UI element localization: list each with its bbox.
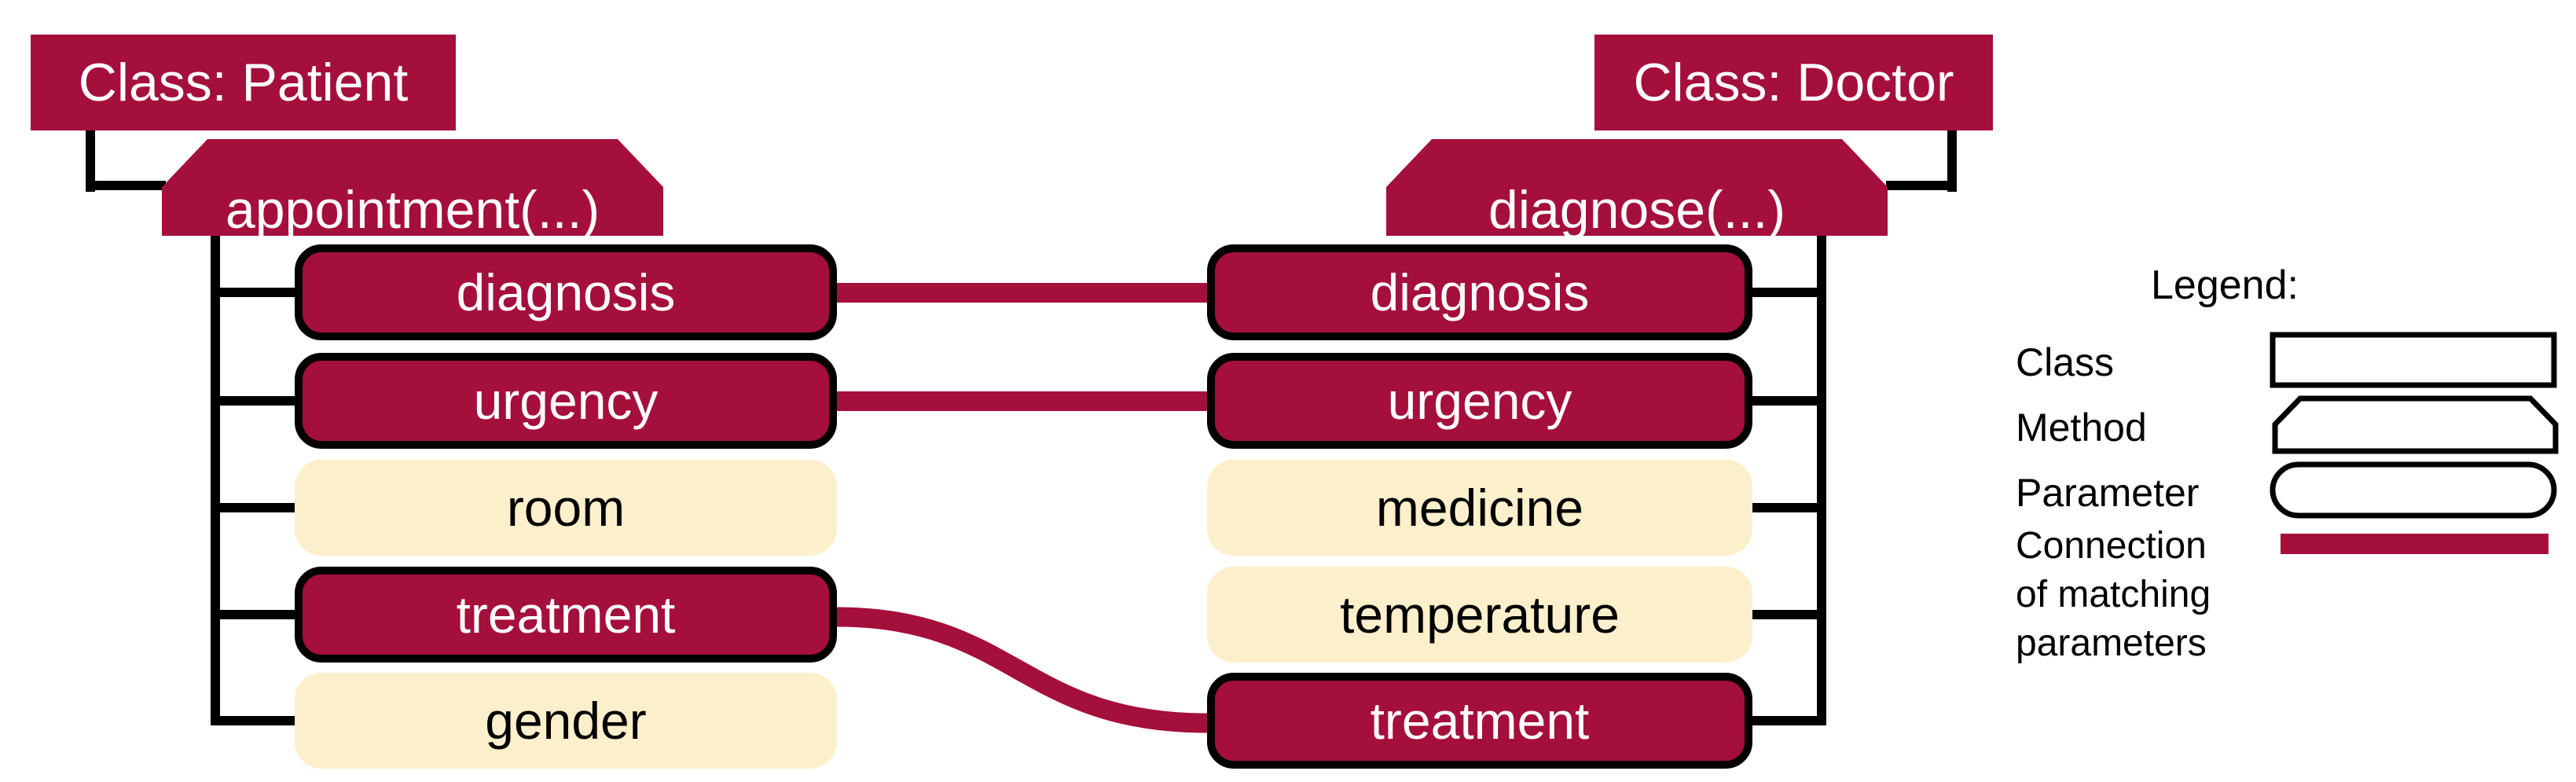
legend-connection-line-1: Connection — [2016, 525, 2207, 567]
doctor-param-diagnosis: diagnosis — [1207, 244, 1752, 340]
patient-param-diagnosis: diagnosis — [295, 244, 837, 340]
patient-method-shape: appointment(...) — [162, 139, 663, 236]
legend-class-symbol — [2270, 332, 2557, 388]
patient-method-bus-line — [211, 233, 220, 725]
patient-param-stub-3 — [211, 503, 295, 512]
patient-param-treatment: treatment — [295, 567, 837, 663]
doctor-param-stub-3 — [1751, 503, 1826, 512]
patient-method-label: appointment(...) — [225, 179, 600, 240]
legend-item-connection-label: Connection of matching parameters — [2016, 522, 2211, 668]
patient-param-stub-4 — [211, 610, 295, 619]
patient-class-connector-vertical — [86, 130, 95, 192]
doctor-param-stub-1 — [1751, 288, 1826, 297]
doctor-param-stub-2 — [1751, 396, 1826, 406]
legend-item-class-label: Class — [2016, 340, 2115, 384]
legend-item-parameter-label: Parameter — [2016, 471, 2200, 515]
patient-param-urgency: urgency — [295, 353, 837, 449]
doctor-param-stub-5 — [1751, 716, 1826, 725]
doctor-param-stub-4 — [1751, 610, 1826, 619]
connection-treatment-curve — [836, 607, 1208, 733]
patient-class-label: Class: Patient — [78, 53, 409, 112]
patient-param-stub-1 — [211, 288, 295, 297]
doctor-method-shape: diagnose(...) — [1386, 139, 1888, 236]
legend-connection-line-3: parameters — [2016, 622, 2207, 664]
legend-parameter-symbol — [2270, 461, 2557, 519]
doctor-param-medicine: medicine — [1207, 460, 1752, 556]
connection-urgency-line — [837, 391, 1207, 411]
doctor-method-label: diagnose(...) — [1488, 179, 1785, 240]
patient-param-gender: gender — [295, 673, 837, 769]
doctor-class-connector-vertical — [1947, 130, 1957, 192]
connection-diagnosis-line — [837, 283, 1207, 303]
patient-param-room: room — [295, 460, 837, 556]
doctor-class-connector-horizontal — [1886, 181, 1957, 190]
doctor-method-bus-line — [1817, 233, 1826, 725]
legend-method-symbol — [2272, 395, 2559, 454]
legend-title: Legend: — [2151, 263, 2299, 308]
patient-param-stub-5 — [211, 716, 295, 725]
doctor-class-label: Class: Doctor — [1633, 53, 1954, 112]
legend-connection-line-2: of matching — [2016, 574, 2211, 615]
legend-item-method-label: Method — [2016, 406, 2147, 450]
doctor-class-box: Class: Doctor — [1594, 35, 1993, 130]
patient-class-connector-horizontal — [86, 181, 166, 190]
doctor-param-temperature: temperature — [1207, 567, 1752, 663]
legend-connection-symbol — [2281, 534, 2548, 554]
doctor-param-treatment: treatment — [1207, 673, 1752, 769]
doctor-param-urgency: urgency — [1207, 353, 1752, 449]
patient-param-stub-2 — [211, 396, 295, 406]
patient-class-box: Class: Patient — [31, 35, 456, 130]
